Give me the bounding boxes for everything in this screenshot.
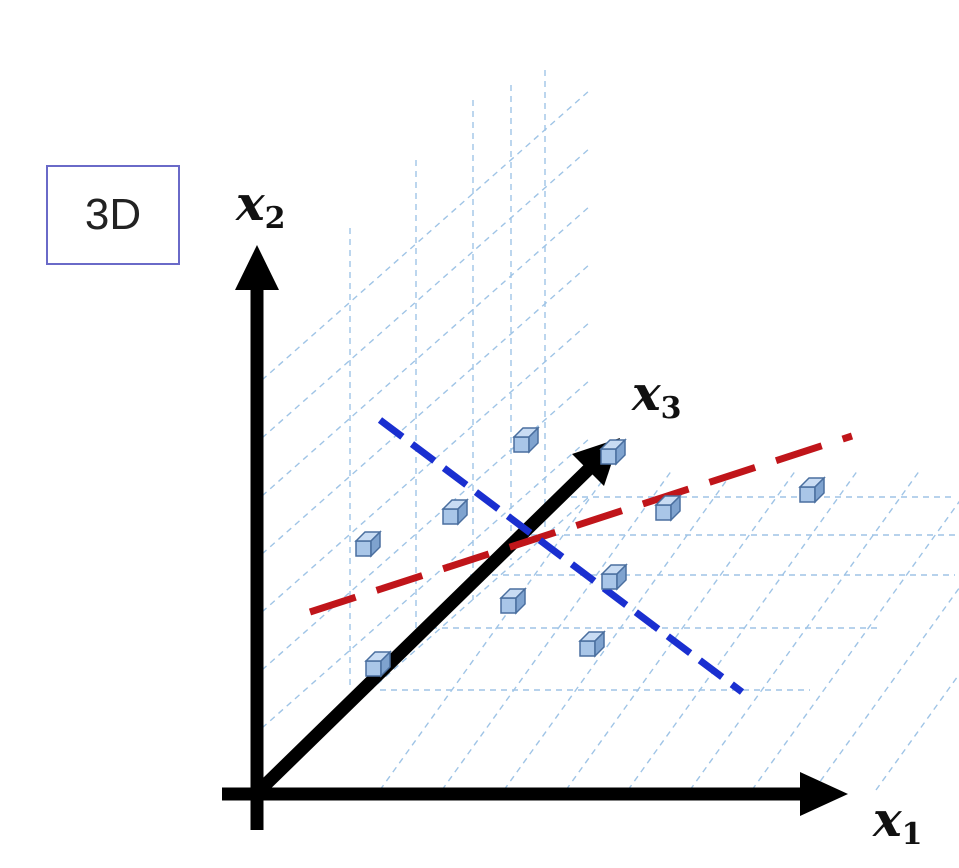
grid-wall-diagonal-2 [261,205,591,497]
data-points [354,426,826,678]
cube-side-face [515,587,526,615]
grid-floor-diagonal-5 [689,469,921,791]
x3-subscript: 3 [660,391,682,426]
cube-icon [798,476,826,504]
cube-icon [512,426,540,454]
x3-symbol: x [632,366,661,422]
red-dashed-line [308,432,854,616]
grid-wall-diagonal-6 [261,437,591,729]
cube-icon [364,650,392,678]
x2-symbol: x [236,176,265,232]
grid-wall-diagonal-4 [261,321,591,613]
cube-icon [600,563,628,591]
cube-front-face [655,504,672,521]
dimension-tag: 3D [46,165,180,265]
cube-front-face [355,540,372,557]
cube-side-face [370,530,381,558]
grid-wall-diagonal-7 [261,495,591,787]
grid-floor-diagonal-8 [875,673,959,791]
cube-side-face [380,650,391,678]
cube-front-face [513,436,530,453]
grid-floor-diagonal-6 [751,500,959,791]
dimension-tag-label: 3D [84,190,142,239]
cube-side-face [814,476,825,504]
cube-front-face [442,508,459,525]
grid-floor-diagonal-7 [813,587,959,791]
grid-wall-diagonal-0 [261,89,591,381]
cube-side-face [670,494,681,522]
cube-icon [441,498,469,526]
x1-symbol: x [873,792,902,848]
cube-icon [354,530,382,558]
cube-icon [599,438,627,466]
grid-wall-diagonal-3 [261,263,591,555]
grid-floor-diagonal-1 [441,469,673,791]
cube-side-face [616,563,627,591]
cube-icon [654,494,682,522]
x1-subscript: 1 [901,817,923,852]
x1-axis-arrowhead [800,772,848,816]
cube-front-face [500,597,517,614]
grid-wall-diagonal-1 [261,147,591,439]
cube-side-face [594,630,605,658]
cube-front-face [799,486,816,503]
cube-side-face [615,438,626,466]
cube-side-face [457,498,468,526]
x2-subscript: 2 [264,201,286,236]
x2-axis-label: x2 [236,180,286,234]
blue-dashed-line [377,417,745,695]
cube-icon [499,587,527,615]
cube-front-face [601,573,618,590]
cube-front-face [600,448,617,465]
x3-axis-label: x3 [632,370,682,424]
x3-axis [255,457,601,795]
x2-axis-arrowhead [235,245,279,290]
cube-icon [578,630,606,658]
cube-side-face [528,426,539,454]
x1-axis-label: x1 [873,796,923,850]
cube-front-face [365,660,382,677]
grid-floor-diagonal-0 [379,469,611,791]
cube-front-face [579,640,596,657]
